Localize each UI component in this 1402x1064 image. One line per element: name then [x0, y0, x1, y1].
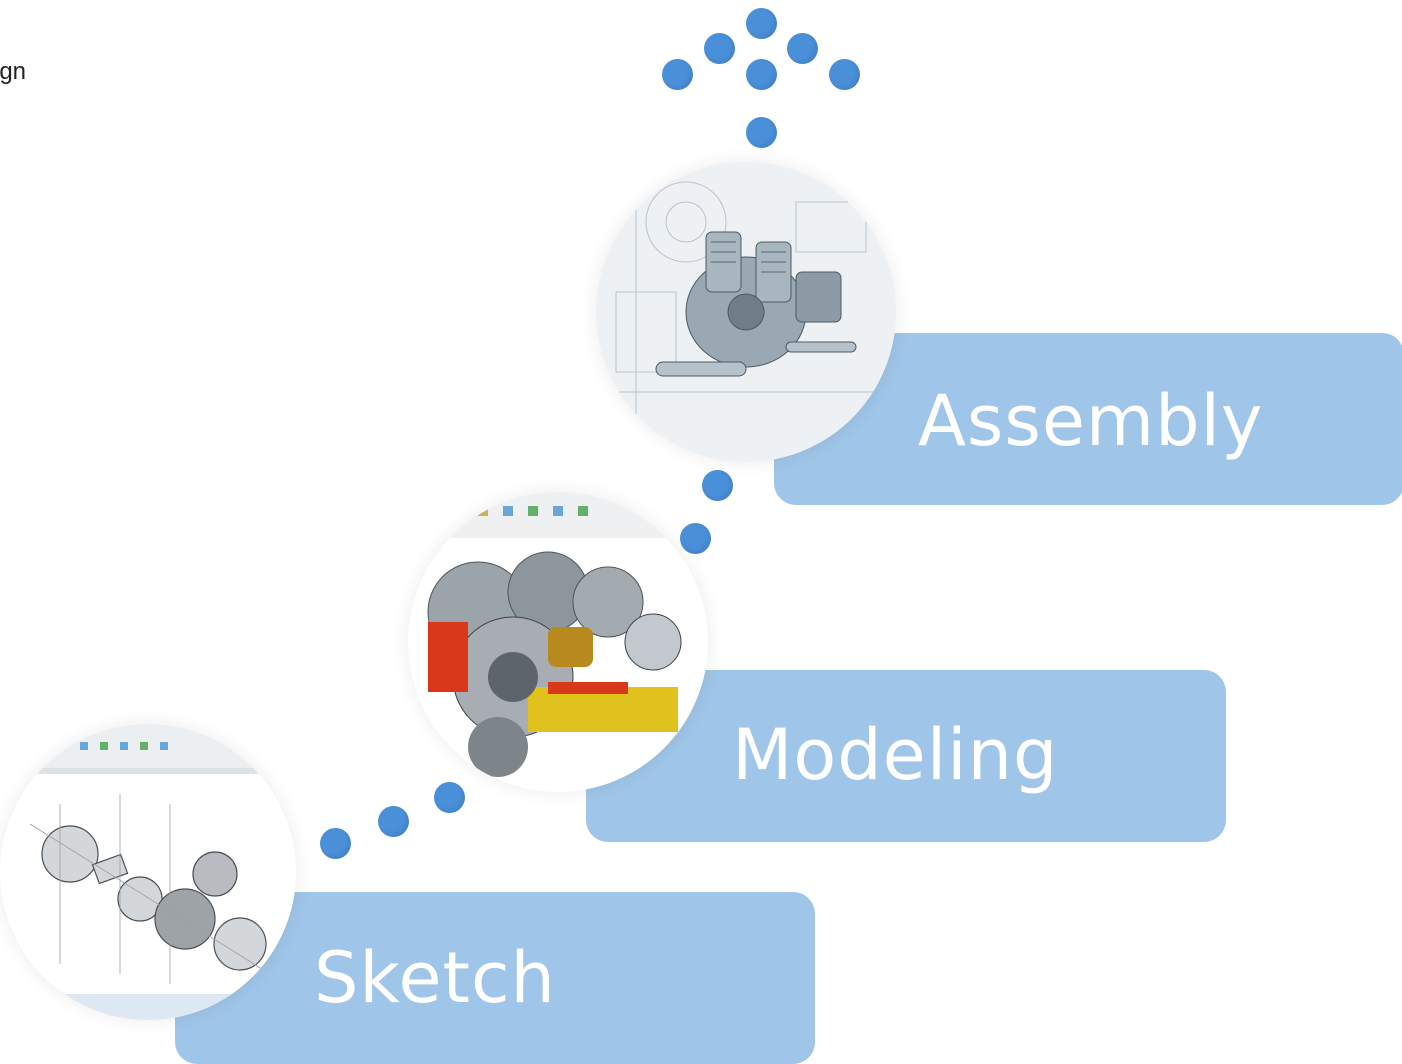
corner-text: ign	[0, 58, 27, 85]
connector-dot	[378, 806, 409, 837]
connector-dot	[704, 33, 735, 64]
connector-dot	[746, 117, 777, 148]
cad-section-model-icon	[408, 492, 708, 792]
connector-dot	[746, 59, 777, 90]
connector-dot	[320, 828, 351, 859]
connector-dot	[746, 8, 777, 39]
connector-dot	[829, 59, 860, 90]
sketch-label: Sketch	[314, 937, 556, 1019]
connector-dot	[680, 523, 711, 554]
engine-assembly-render-icon	[596, 162, 896, 462]
connector-dot	[434, 782, 465, 813]
connector-dot	[702, 470, 733, 501]
assembly-label: Assembly	[918, 380, 1264, 462]
connector-dot	[787, 33, 818, 64]
exploded-drawing-screenshot-icon	[0, 724, 296, 1020]
modeling-label: Modeling	[732, 714, 1059, 796]
connector-dot	[662, 59, 693, 90]
